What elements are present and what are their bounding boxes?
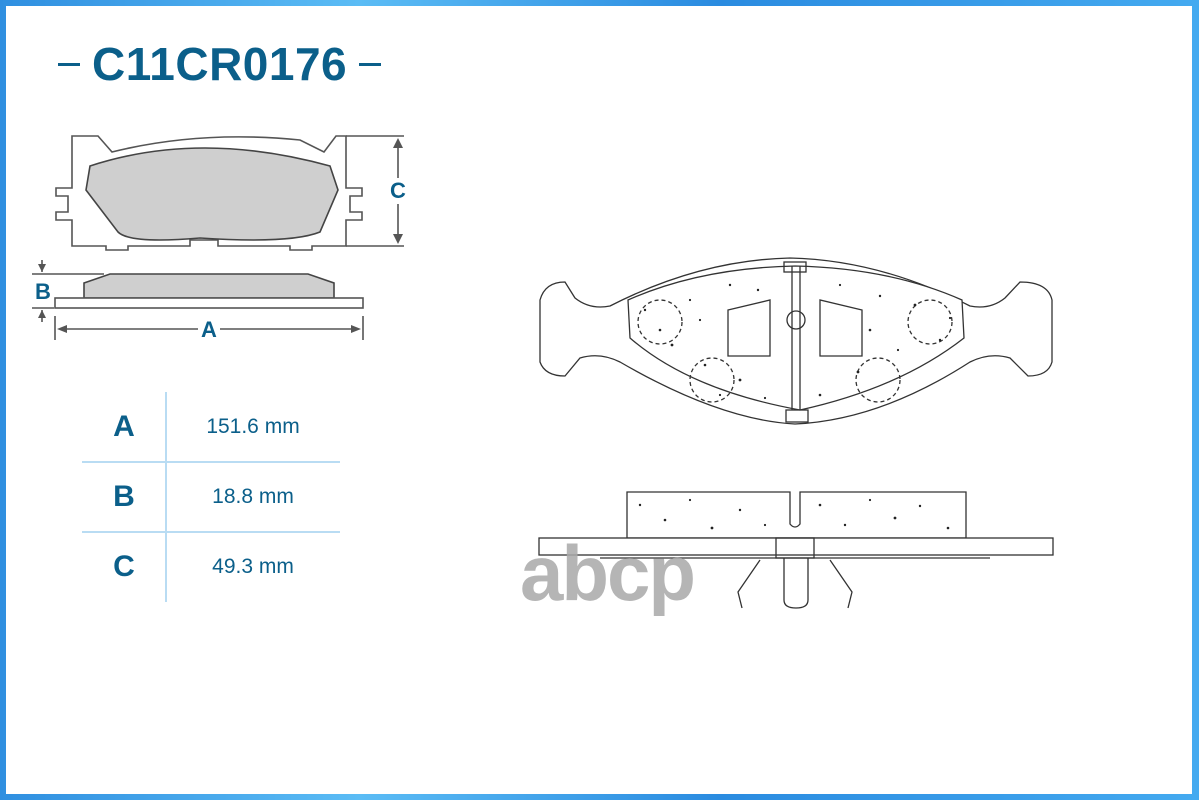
title-dash-right [359,62,382,66]
part-number: C11CR0176 [92,38,348,90]
part-title: C11CR0176 [46,38,393,90]
friction-material-top [85,147,339,241]
table-row: B 18.8 mm [82,462,340,532]
table-divider-vertical [165,392,167,602]
table-divider [82,461,340,463]
dimension-value: 18.8 mm [212,485,294,508]
backing-plate-outline [55,135,363,251]
dimension-letter: B [113,480,135,513]
watermark-logo: abcp [520,529,696,617]
dimension-label-c: C [388,178,408,204]
pad-front-view [539,257,1053,425]
dimension-value: 49.3 mm [212,555,294,578]
title-dash-left [58,62,80,66]
table-row: C 49.3 mm [82,532,340,602]
dimension-letter: A [113,410,135,443]
dimension-value: 151.6 mm [206,415,300,438]
friction-texture-front [643,283,952,400]
dimensions-table: A 151.6 mm B 18.8 mm C 49.3 mm [82,392,340,602]
friction-texture-side [638,498,950,530]
dimension-label-b: B [35,279,51,304]
friction-material-side [83,273,335,299]
pad-side-view [538,491,1054,609]
dimension-label-a: A [199,317,219,343]
backing-plate-side [54,297,364,309]
dimension-letter: C [113,550,135,583]
table-row: A 151.6 mm [82,392,340,462]
table-divider [82,531,340,533]
